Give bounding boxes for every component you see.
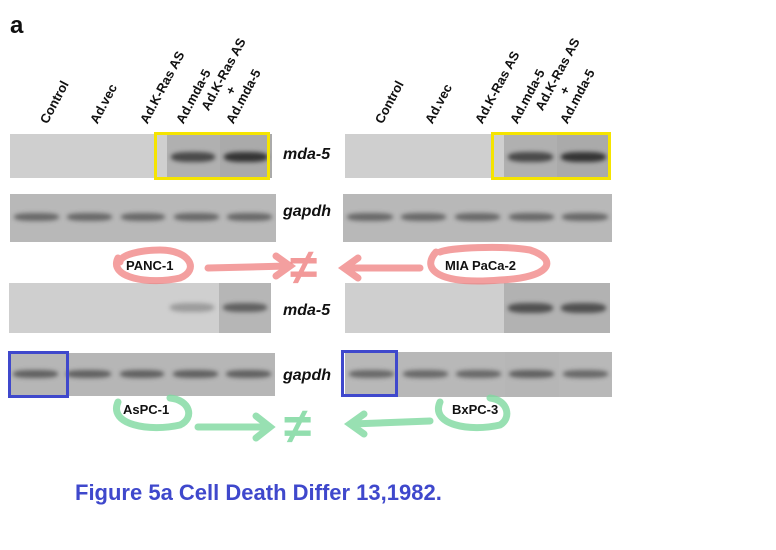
band bbox=[226, 370, 271, 379]
panel-letter: a bbox=[10, 12, 24, 39]
lane bbox=[219, 134, 272, 178]
blot-aspc1-gapdh bbox=[9, 353, 275, 396]
arrow-right-red bbox=[204, 252, 297, 280]
band bbox=[173, 213, 219, 222]
arrow-left-red bbox=[337, 254, 424, 282]
band bbox=[227, 213, 272, 222]
band bbox=[223, 151, 268, 162]
arrow-left-green bbox=[343, 410, 434, 438]
lane bbox=[115, 353, 169, 396]
band bbox=[119, 370, 165, 379]
yellow-highlight-right bbox=[491, 132, 611, 180]
band bbox=[171, 151, 216, 162]
cell-line-panc1: PANC-1 bbox=[126, 258, 174, 273]
band bbox=[561, 303, 606, 313]
band bbox=[562, 213, 608, 222]
band bbox=[402, 370, 448, 378]
lane bbox=[450, 194, 505, 242]
band bbox=[562, 370, 608, 378]
lane bbox=[63, 194, 117, 242]
lane bbox=[504, 194, 559, 242]
blue-highlight-left bbox=[8, 351, 69, 398]
not-equal-green: ≠ bbox=[284, 398, 312, 454]
gene-label-gapdh-bottom: gapdh bbox=[283, 367, 331, 384]
band bbox=[347, 213, 393, 222]
band bbox=[13, 370, 58, 379]
band bbox=[508, 151, 553, 162]
lane bbox=[221, 353, 275, 396]
band bbox=[120, 213, 166, 222]
lane bbox=[504, 283, 557, 333]
gene-label-mda5-top: mda-5 bbox=[283, 146, 331, 163]
band bbox=[66, 370, 112, 379]
blot-panc1-mda5 bbox=[10, 134, 272, 178]
band bbox=[14, 213, 59, 222]
lane bbox=[343, 194, 397, 242]
gene-label-gapdh-top: gapdh bbox=[283, 203, 331, 220]
band bbox=[508, 303, 553, 313]
cell-line-bxpc3: BxPC-3 bbox=[452, 402, 499, 417]
band bbox=[349, 370, 395, 378]
yellow-highlight-left bbox=[154, 132, 270, 180]
band bbox=[401, 213, 447, 222]
circle-bxpc3 bbox=[435, 394, 511, 432]
band bbox=[170, 303, 215, 312]
lane bbox=[345, 352, 399, 397]
lane bbox=[504, 134, 557, 178]
band bbox=[222, 303, 267, 312]
band bbox=[172, 370, 218, 379]
gene-label-mda5-bottom: mda-5 bbox=[283, 302, 331, 319]
lane bbox=[557, 283, 610, 333]
circle-mia bbox=[427, 243, 551, 285]
band bbox=[454, 213, 501, 222]
lane bbox=[62, 353, 116, 396]
blot-mia-gapdh bbox=[343, 194, 612, 242]
blot-aspc1-mda5 bbox=[9, 283, 271, 333]
not-equal-red: ≠ bbox=[290, 239, 318, 295]
lane bbox=[166, 283, 218, 333]
cell-line-mia-paca2: MIA PaCa-2 bbox=[445, 258, 517, 273]
lane bbox=[558, 352, 612, 397]
lane bbox=[222, 194, 276, 242]
figure-caption: Figure 5a Cell Death Differ 13,1982. bbox=[75, 480, 442, 505]
lane bbox=[218, 283, 271, 333]
lane bbox=[116, 194, 170, 242]
arrow-right-green bbox=[194, 412, 276, 442]
lane bbox=[558, 194, 612, 242]
lane bbox=[167, 134, 220, 178]
cell-line-aspc1: AsPC-1 bbox=[123, 402, 170, 417]
blot-mia-mda5 bbox=[345, 134, 610, 178]
band bbox=[508, 213, 554, 222]
lane bbox=[10, 194, 64, 242]
lane bbox=[451, 352, 506, 397]
circle-aspc1 bbox=[113, 394, 193, 432]
lane bbox=[505, 352, 559, 397]
lane bbox=[9, 353, 63, 396]
band bbox=[456, 370, 501, 378]
lane bbox=[396, 194, 451, 242]
blot-bxpc3-mda5-panel bbox=[345, 283, 610, 333]
band bbox=[67, 213, 113, 222]
band bbox=[509, 370, 555, 378]
circle-panc1 bbox=[113, 246, 194, 285]
blot-panc1-gapdh bbox=[10, 194, 276, 242]
blue-highlight-right bbox=[341, 350, 398, 397]
lane bbox=[557, 134, 610, 178]
band bbox=[561, 151, 606, 162]
blot-bxpc3-gapdh bbox=[345, 352, 612, 397]
lane bbox=[169, 194, 223, 242]
lane bbox=[398, 352, 452, 397]
lane bbox=[168, 353, 222, 396]
